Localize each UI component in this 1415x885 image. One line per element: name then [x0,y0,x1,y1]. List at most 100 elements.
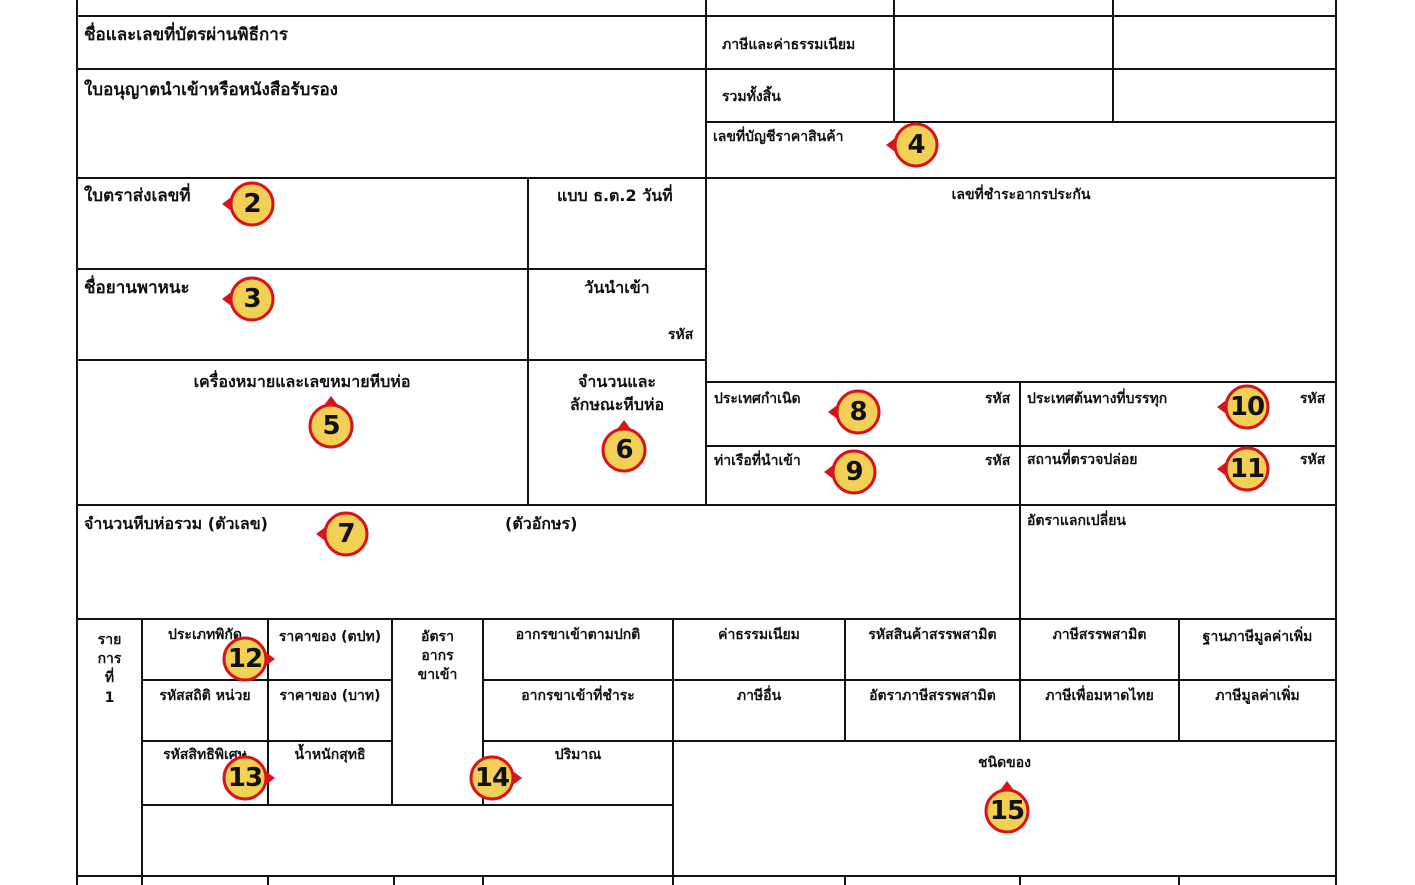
import-duty-paid-label: อากรขาเข้าที่ชำระ [521,688,635,704]
rule [1019,504,1021,619]
ceremony-card-label: ชื่อและเลขที่บัตรผ่านพิธีการ [84,25,288,45]
other-taxes-label: ภาษีอื่น [736,688,782,704]
guarantee-number-label: เลขที่ชำระอากรประกัน [951,187,1091,203]
marker-number: 4 [907,130,925,160]
rule [706,381,1337,383]
marker-number: 8 [849,397,867,427]
marker-7: 7 [316,508,372,560]
rule [844,618,846,741]
rule [527,177,529,505]
rule [76,504,1337,506]
country-of-shipment-label: ประเทศต้นทางที่บรรทุก [1027,391,1168,407]
marker-8: 8 [828,386,884,438]
grand-total-label: รวมทั้งสิ้น [722,89,781,105]
country-of-shipment-code-label: รหัส [1300,391,1326,407]
item-label-2: การ [97,651,122,667]
rule [1178,875,1180,885]
rule [705,0,707,505]
rule [893,0,895,122]
marker-number: 12 [227,644,263,674]
value-baht-label: ราคาของ (บาท) [279,688,381,704]
release-place-code-label: รหัส [1300,452,1326,468]
quantity-kind-label-2: ลักษณะหีบห่อ [569,395,665,414]
privilege-code-label: รหัสสิทธิพิเศษ [163,747,247,763]
duty-rate-label-1: อัตรา [421,629,454,645]
marker-number: 14 [474,763,510,793]
country-of-origin-label: ประเทศกำเนิด [714,391,801,407]
marker-10: 10 [1217,381,1273,433]
item-label-3: ที่ [104,670,115,686]
rule [1335,0,1337,885]
duty-rate-label-2: อากร [421,648,454,664]
rule [706,121,1337,123]
rule [482,875,484,885]
rule [482,679,1337,681]
form-date-label: แบบ ธ.ต.2 วันที่ [557,186,673,205]
rule [672,618,674,885]
marker-number: 9 [845,457,863,487]
rule [1019,618,1021,741]
marker-13: 13 [219,752,275,804]
normal-import-duty-label: อากรขาเข้าตามปกติ [515,627,641,643]
vat-label: ภาษีมูลค่าเพิ่ม [1215,688,1300,704]
rule [141,804,673,806]
fees-label: ค่าธรรมเนียม [718,627,800,643]
total-packages-number-label: จำนวนหีบห่อรวม (ตัวเลข) [84,514,268,533]
rule [1178,618,1180,741]
marker-14: 14 [466,752,522,804]
interior-tax-label: ภาษีเพื่อมหาดไทย [1045,688,1154,704]
marker-number: 7 [337,519,355,549]
rule [393,875,395,885]
marker-number: 13 [227,763,263,793]
total-packages-text-label: (ตัวอักษร) [505,514,578,533]
rule [76,618,1337,620]
marks-and-numbers-label: เครื่องหมายและเลขหมายหีบห่อ [193,372,411,391]
value-fob-label: ราคาของ (ตปท) [278,629,382,645]
import-date-label: วันนำเข้า [584,278,650,297]
marker-3: 3 [222,273,278,325]
excise-tax-label: ภาษีสรรพสามิต [1052,627,1147,643]
quantity-label: ปริมาณ [554,747,602,763]
net-weight-label: น้ำหนักสุทธิ [294,747,366,763]
marker-number: 10 [1229,392,1265,422]
excise-code-label: รหัสสินค้าสรรพสามิต [868,627,997,643]
country-of-origin-code-label: รหัส [985,391,1011,407]
marker-5: 5 [305,396,357,452]
exchange-rate-label: อัตราแลกเปลี่ยน [1027,513,1126,529]
port-of-import-label: ท่าเรือที่นำเข้า [714,453,801,469]
marker-number: 6 [615,435,633,465]
release-place-label: สถานที่ตรวจปล่อย [1027,452,1138,468]
rule [267,618,269,805]
rule [1019,875,1021,885]
marker-number: 3 [243,284,261,314]
marker-number: 2 [243,189,261,219]
vat-base-label: ฐานภาษีมูลค่าเพิ่ม [1202,629,1313,645]
rule [76,875,1337,877]
vessel-name-label: ชื่อยานพาหนะ [84,278,190,298]
rule [141,679,392,681]
marker-12: 12 [219,633,275,685]
marker-2: 2 [222,178,278,230]
rule [141,740,392,742]
marker-number: 11 [1229,454,1265,484]
marker-6: 6 [598,420,650,476]
item-number: 1 [104,690,115,706]
rule [482,740,1337,742]
rule [1019,381,1021,505]
import-license-label: ใบอนุญาตนำเข้าหรือหนังสือรับรอง [84,80,338,100]
marker-11: 11 [1217,443,1273,495]
port-of-import-code-label: รหัส [985,453,1011,469]
marker-9: 9 [824,446,880,498]
marker-15: 15 [981,781,1033,837]
marker-4: 4 [886,119,942,171]
goods-kind-label: ชนิดของ [978,755,1031,771]
rule [706,445,1337,447]
item-label-1: ราย [97,632,122,648]
rule [76,0,78,885]
quantity-kind-label-1: จำนวนและ [578,372,656,391]
invoice-number-label: เลขที่บัญชีราคาสินค้า [713,129,844,145]
import-date-code-label: รหัส [668,327,694,343]
marker-number: 5 [322,411,340,441]
excise-rate-label: อัตราภาษีสรรพสามิต [869,688,996,704]
tariff-type-label: ประเภทพิกัด [168,627,242,643]
